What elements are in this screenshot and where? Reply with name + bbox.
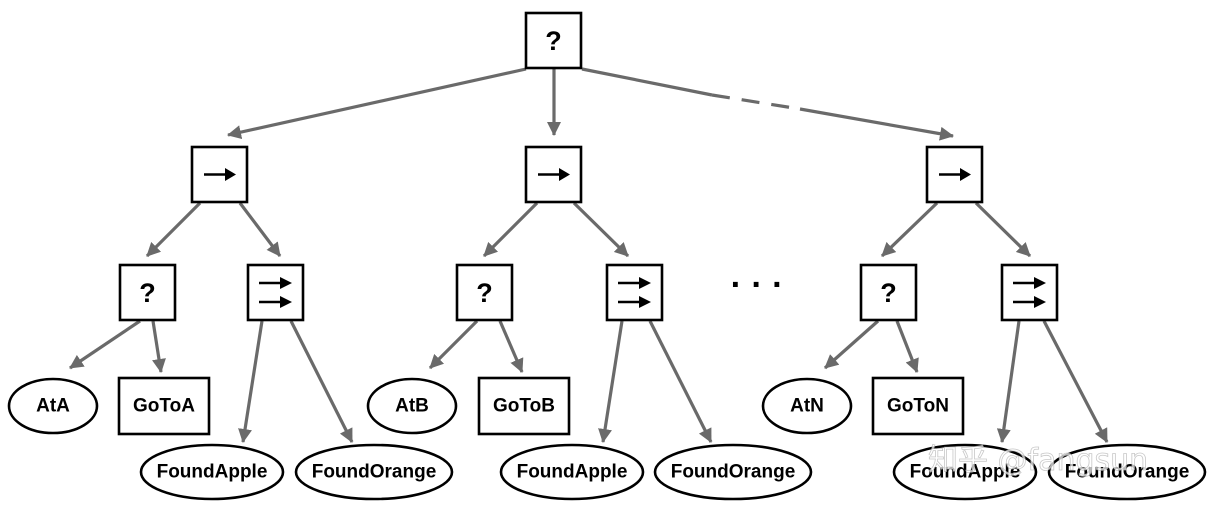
condition-node-2: AtB — [366, 377, 458, 435]
sequence-node-1 — [190, 145, 249, 204]
fallback-node-1: ? — [118, 263, 177, 322]
sequence-arrow-icon — [204, 168, 236, 181]
edge-fallback3-goton — [895, 320, 919, 373]
leaf-label: FoundOrange — [312, 462, 437, 483]
leaf-label: FoundApple — [910, 462, 1021, 483]
parallel-node-1 — [246, 263, 305, 322]
parallel-arrows-icon — [618, 277, 651, 308]
condition-label: AtA — [36, 396, 70, 417]
root-fallback-symbol: ? — [545, 26, 562, 56]
leaf-found-apple-3: FoundApple — [892, 443, 1038, 501]
leaf-found-orange-1: FoundOrange — [294, 443, 454, 501]
edge-fallback1-ata — [69, 319, 141, 370]
leaf-found-orange-3: FoundOrange — [1047, 443, 1207, 501]
leaf-label: FoundOrange — [671, 462, 796, 483]
leaf-found-apple-1: FoundApple — [139, 443, 285, 501]
edge-fallback2-gotob — [498, 320, 524, 373]
edge-parallel2-orange — [648, 320, 713, 443]
edge-fallback3-atn — [823, 319, 880, 370]
action-label: GoToB — [493, 396, 555, 417]
condition-label: AtB — [395, 396, 429, 417]
edge-fallback2-atb — [428, 319, 479, 370]
leaf-label: FoundOrange — [1065, 462, 1190, 483]
leaf-found-apple-2: FoundApple — [499, 443, 645, 501]
edge-seq1-parallel1 — [238, 202, 282, 257]
edge-parallel1-orange — [289, 320, 354, 443]
leaf-label: FoundApple — [517, 462, 628, 483]
edge-parallel3-apple — [996, 320, 1021, 443]
action-label: GoToN — [887, 396, 949, 417]
edge-root-seq-3-part1 — [581, 67, 713, 97]
watermark: 知乎 @fangsun — [928, 443, 1148, 478]
fallback-node-2: ? — [455, 263, 514, 322]
action-node-1: GoToA — [117, 376, 211, 436]
edge-seq1-fallback1 — [145, 201, 202, 258]
fallback-symbol: ? — [139, 278, 156, 308]
edge-parallel1-apple — [238, 320, 264, 443]
edge-seq3-parallel3 — [974, 201, 1032, 258]
action-node-2: GoToB — [477, 376, 571, 436]
parallel-arrows-icon — [1013, 277, 1046, 308]
parallel-node-3 — [1000, 263, 1059, 322]
condition-node-3: AtN — [761, 377, 853, 435]
fallback-node-3: ? — [859, 263, 918, 322]
edge-seq2-fallback2 — [482, 201, 539, 258]
sequence-node-3 — [925, 145, 984, 204]
sequence-arrow-icon — [538, 168, 570, 181]
sequence-node-2 — [524, 145, 583, 204]
edge-root-seq-3-part2 — [799, 107, 954, 141]
root-fallback-node: ? — [524, 11, 583, 70]
action-label: GoToA — [133, 396, 195, 417]
fallback-symbol: ? — [476, 278, 493, 308]
condition-label: AtN — [790, 396, 824, 417]
edge-parallel2-apple — [598, 320, 624, 443]
leaf-found-orange-2: FoundOrange — [653, 443, 813, 501]
fallback-symbol: ? — [880, 278, 897, 308]
action-node-3: GoToN — [871, 376, 965, 436]
edge-seq3-fallback3 — [880, 201, 939, 258]
edge-parallel3-orange — [1042, 320, 1109, 443]
condition-node-1: AtA — [7, 377, 99, 435]
edges — [69, 67, 1109, 443]
more-branches-ellipsis: · · · — [731, 266, 784, 304]
edge-root-seq-1 — [227, 67, 527, 140]
sequence-arrow-icon — [939, 168, 971, 181]
parallel-arrows-icon — [259, 277, 292, 308]
leaf-label: FoundApple — [157, 462, 268, 483]
parallel-node-2 — [605, 263, 664, 322]
edge-seq2-parallel2 — [572, 201, 630, 258]
edge-root-seq-3-dashed — [711, 93, 801, 111]
edge-fallback1-gotoa — [151, 320, 166, 373]
